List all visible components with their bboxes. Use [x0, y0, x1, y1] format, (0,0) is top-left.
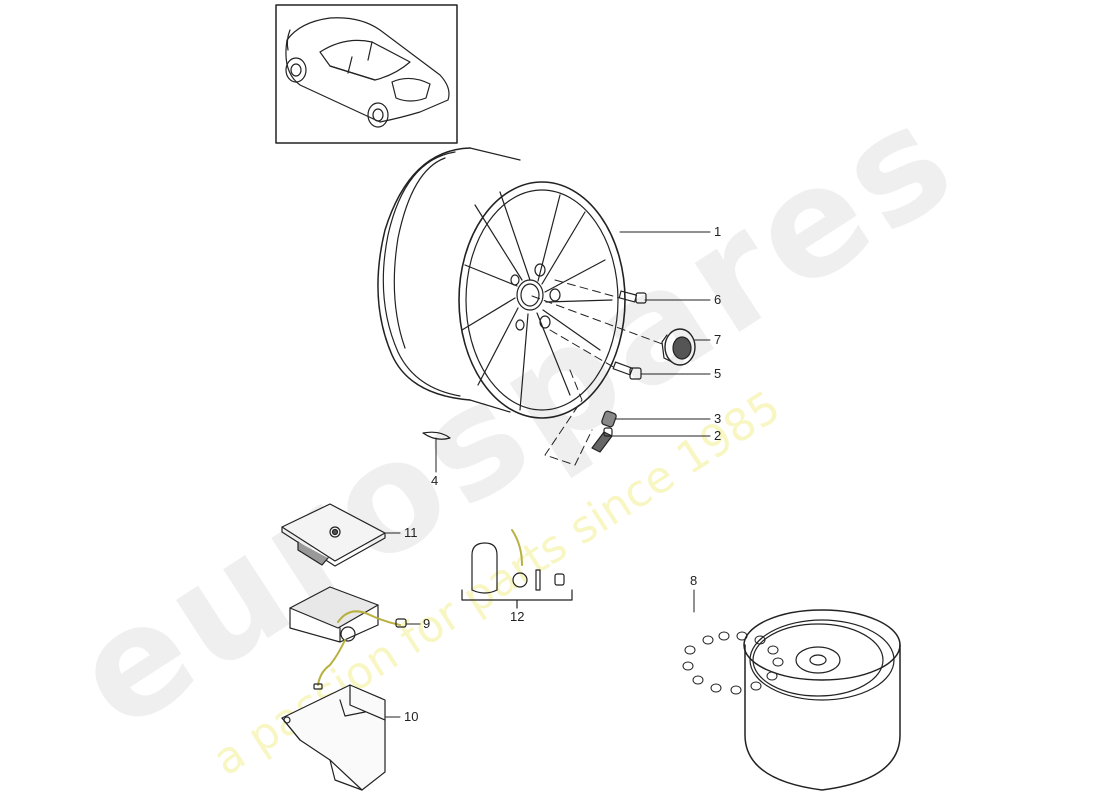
callout-6[interactable]: 6 — [714, 292, 722, 307]
compressor-bracket-drawing — [281, 684, 386, 791]
callout-4[interactable]: 4 — [431, 473, 439, 488]
spare-wheel-drawing — [682, 609, 901, 791]
locking-wheel-bolt-drawing — [618, 290, 647, 304]
callout-8[interactable]: 8 — [690, 573, 698, 588]
assembly-lines — [531, 279, 666, 466]
callout-9[interactable]: 9 — [423, 616, 431, 631]
hub-cap-drawing — [661, 328, 696, 366]
air-compressor-drawing — [289, 586, 407, 690]
callout-3[interactable]: 3 — [714, 411, 722, 426]
callout-10[interactable]: 10 — [404, 709, 419, 724]
compressor-cover-drawing — [281, 503, 386, 567]
callout-5[interactable]: 5 — [714, 366, 722, 381]
callout-12[interactable]: 12 — [510, 609, 525, 624]
callout-1[interactable]: 1 — [714, 224, 722, 239]
car-thumbnail — [275, 4, 458, 144]
tire-valve-drawing — [591, 427, 613, 453]
valve-cap-drawing — [601, 410, 617, 428]
tire-sealant-kit-drawing — [461, 529, 573, 609]
callout-11[interactable]: 11 — [404, 525, 418, 540]
balance-weight-drawing — [422, 431, 451, 440]
wheel-bolt-drawing — [612, 361, 642, 380]
alloy-wheel-drawing — [377, 147, 626, 419]
leader-lines — [385, 231, 711, 718]
callout-7[interactable]: 7 — [714, 332, 722, 347]
callout-2[interactable]: 2 — [714, 428, 722, 443]
